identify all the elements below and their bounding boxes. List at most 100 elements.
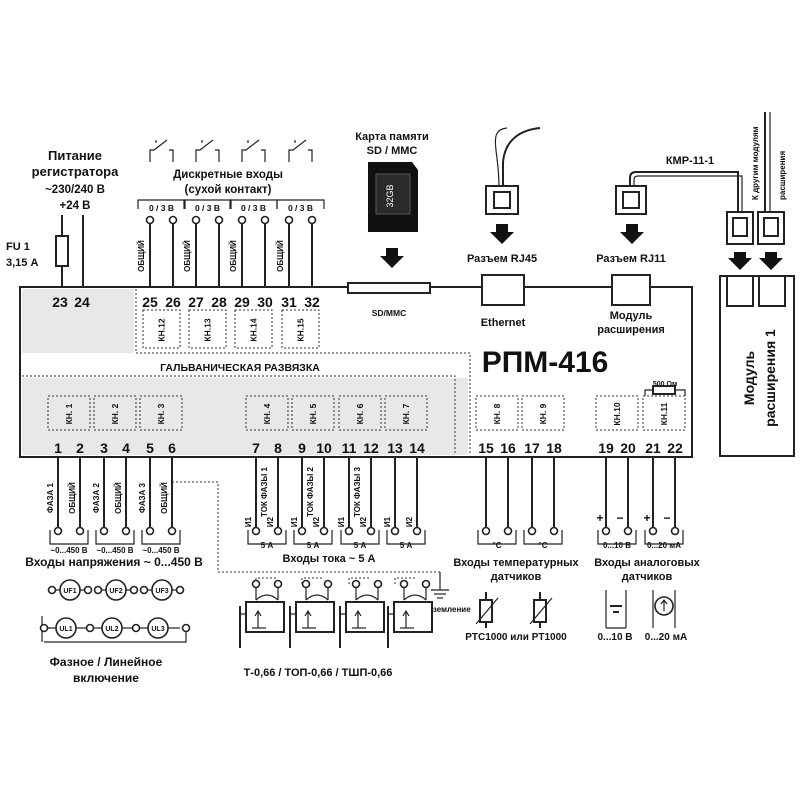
terminal-12: 12 [363, 440, 379, 456]
discrete-range-1: 0 / 3 В [149, 203, 174, 213]
isolation-border-lower [22, 375, 456, 455]
analog-range-1: 0...10 В [603, 541, 631, 550]
terminal-21: 21 [645, 440, 661, 456]
voltage-channel-label-2: КН. 2 [110, 403, 120, 424]
terminal-ring [251, 526, 261, 536]
current-in2-3: И2 [359, 516, 368, 527]
analog-channel-box [595, 395, 639, 431]
discrete-bracket [137, 199, 186, 209]
current-in1-3: И1 [337, 516, 346, 527]
temp-sensor-1-icon [475, 592, 499, 628]
discrete-range-4: 0 / 3 В [288, 203, 313, 213]
voltage-phase-label-2: ФАЗА 2 [92, 483, 101, 513]
line-meter-label-1: UL1 [59, 626, 72, 633]
analog-channel-box [642, 395, 686, 431]
terminal-26: 26 [165, 294, 181, 310]
terminal-ring [297, 526, 307, 536]
discrete-common-1: ОБЩИЙ [137, 240, 146, 272]
discrete-title-2: (сухой контакт) [185, 184, 272, 196]
terminal-25: 25 [142, 294, 158, 310]
terminal-ring [168, 215, 178, 225]
line-meter-label-3: UL3 [151, 626, 164, 633]
discrete-channel-box [142, 309, 181, 349]
discrete-common-4: ОБЩИЙ [276, 240, 285, 272]
phase-meter-2-icon: UF2 [93, 579, 139, 601]
voltage-common-label-2: ОБЩИЙ [114, 482, 123, 514]
current-range-1: 5 А [261, 541, 274, 550]
fuse-label-1: FU 1 [6, 241, 30, 253]
current-bracket [386, 530, 426, 545]
discrete-range-3: 0 / 3 В [241, 203, 266, 213]
current-channel-label-1: КН. 4 [262, 403, 272, 424]
terminal-ring [307, 215, 317, 225]
terminal-ring [237, 215, 247, 225]
terminal-ring [260, 215, 270, 225]
terminal-ring [623, 526, 633, 536]
terminal-1: 1 [54, 440, 62, 456]
current-in1-4: И1 [383, 516, 392, 527]
terminal-17: 17 [524, 440, 540, 456]
meter-terminal [131, 623, 141, 633]
module-name-2: расширения 1 [762, 329, 778, 427]
discrete-bracket [276, 199, 325, 209]
current-channel-label-3: КН. 6 [355, 403, 365, 424]
terminal-ring [121, 526, 131, 536]
terminal-ring [670, 526, 680, 536]
sd-title-1: Карта памяти [355, 131, 429, 143]
rj11-port [611, 274, 651, 306]
current-in2-4: И2 [405, 516, 414, 527]
expansion-arrow-icon [620, 224, 644, 244]
discrete-common-3: ОБЩИЙ [229, 240, 238, 272]
terminal-ring [53, 526, 63, 536]
ct-terminal [251, 579, 261, 589]
line-meter-3-icon: UL3 [131, 617, 180, 639]
current-in2-2: И2 [312, 516, 321, 527]
phase-meter-3-icon: UF3 [139, 579, 185, 601]
current-in2-1: И2 [266, 516, 275, 527]
current-transformers [239, 577, 433, 648]
temp-channel-box [521, 395, 565, 431]
current-phase-label-2: ТОК ФАЗЫ 2 [306, 466, 315, 516]
voltage-common-label-1: ОБЩИЙ [68, 482, 77, 514]
temp-title-1: Входы температурных [453, 557, 579, 569]
terminal-ring [601, 526, 611, 536]
analog-channel-label-1: КН.10 [612, 402, 622, 425]
module-port-2 [758, 275, 786, 307]
temp-sensors-label: PTC1000 или PT1000 [465, 632, 567, 643]
analog-range-2: 0...20 мА [647, 541, 681, 550]
terminal-ring [344, 526, 354, 536]
temp-title-2: датчиков [491, 571, 542, 583]
terminal-ring [167, 526, 177, 536]
temp-sensor-2-icon [529, 592, 553, 628]
rj45-label: Разъем RJ45 [467, 253, 537, 265]
analog-bracket [597, 530, 637, 545]
transformer-types: Т-0,66 / ТОП-0,66 / ТШП-0,66 [244, 667, 393, 679]
power-terminal-zone [22, 289, 134, 353]
current-bracket [340, 530, 380, 545]
temp-bracket [477, 530, 517, 545]
rj11-label: Разъем RJ11 [596, 253, 666, 265]
terminal-16: 16 [500, 440, 516, 456]
phase-meter-label-2: UF2 [109, 588, 122, 595]
resistor-icon [652, 385, 676, 395]
voltage-source-icon [605, 590, 627, 629]
terminal-5: 5 [146, 440, 154, 456]
current-channel-box [384, 395, 428, 431]
cable-label: КМР-11-1 [666, 155, 714, 167]
temp-unit-2: °С [539, 541, 548, 550]
meter-terminal [85, 623, 95, 633]
current-range-2: 5 А [307, 541, 320, 550]
expansion-section: КМР-11-1 Разъем RJ11 Модуль расширения К… [596, 112, 795, 457]
terminal-29: 29 [234, 294, 250, 310]
voltage-range-2: ~0...450 В [96, 546, 133, 555]
power-voltage-dc: +24 В [59, 200, 90, 212]
meter-terminal [83, 585, 93, 595]
terminal-22: 22 [667, 440, 683, 456]
voltage-mode-2: включение [73, 671, 139, 685]
sd-arrow-icon [380, 248, 404, 268]
voltage-range-1: ~0...450 В [50, 546, 87, 555]
ground-label: Заземление [423, 605, 471, 614]
sd-card-capacity: 32GB [385, 184, 395, 207]
